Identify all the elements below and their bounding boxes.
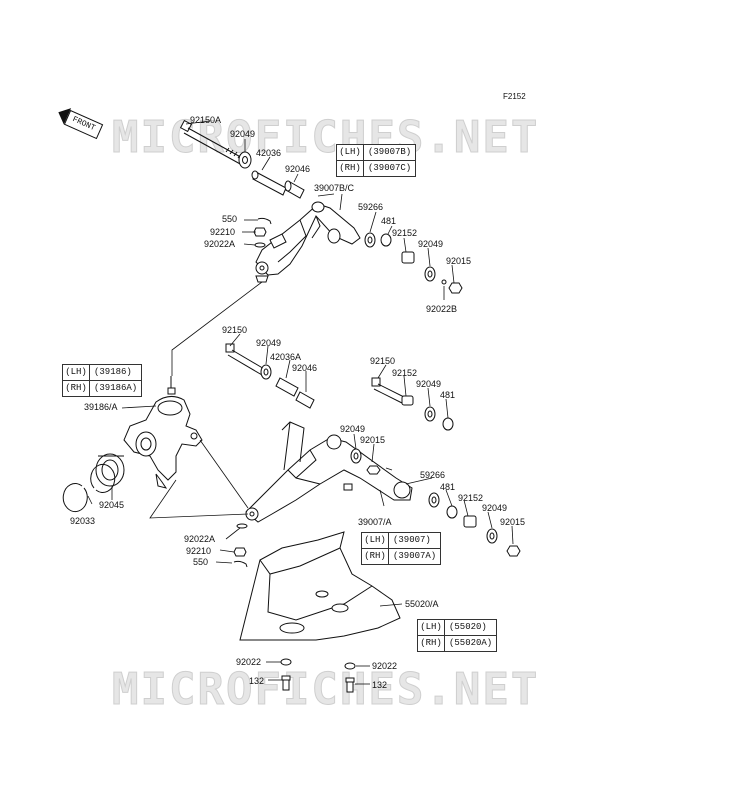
label-92022A-b: 92022A <box>184 534 216 544</box>
label-92152-a: 92152 <box>392 228 418 238</box>
knuckle-rh-label: (RH) <box>63 381 90 396</box>
label-92045: 92045 <box>99 500 125 510</box>
label-42036A: 42036A <box>270 352 302 362</box>
upper-arm-rh-label: (RH) <box>337 161 364 176</box>
label-59266-a: 59266 <box>358 202 384 212</box>
label-92015-a: 92015 <box>446 256 472 266</box>
lower-arm-rh-code: (39007A) <box>393 551 437 561</box>
label-92049-c: 92049 <box>256 338 282 348</box>
skid-guard <box>239 531 401 641</box>
lower-arm-bushing-1 <box>295 391 315 409</box>
steering-knuckle <box>123 376 203 489</box>
upper-cotter-pin <box>257 217 272 225</box>
upper-arm-washer-1 <box>238 151 252 169</box>
label-92152-b: 92152 <box>392 368 418 378</box>
label-92033: 92033 <box>70 516 96 526</box>
label-92022-b: 92022 <box>372 661 398 671</box>
label-92049-b: 92049 <box>418 239 444 249</box>
label-92022-a: 92022 <box>236 657 262 667</box>
label-39007BC: 39007B/C <box>314 183 355 193</box>
label-550-b: 550 <box>193 557 209 567</box>
guard-lh-label: (LH) <box>418 620 445 635</box>
label-92049-f: 92049 <box>482 503 508 513</box>
upper-washer-small <box>254 242 266 248</box>
label-59266-b: 59266 <box>420 470 446 480</box>
lower-washer-small <box>236 523 248 529</box>
label-92049-a: 92049 <box>230 129 256 139</box>
upper-arm-right-hardware <box>364 232 463 294</box>
lower-arm-washer-2 <box>424 406 454 431</box>
watermark-top: MICROFICHES.NET <box>111 112 540 164</box>
lower-arm-side-table: (LH) (39007) (RH) (39007A) <box>361 532 442 565</box>
label-481-c: 481 <box>440 482 456 492</box>
label-92015-c: 92015 <box>500 517 526 527</box>
guard-bolt-left <box>281 675 291 691</box>
guard-side-table: (LH) (55020) (RH) (55020A) <box>417 619 498 652</box>
lower-arm-mid-hardware <box>350 448 381 475</box>
lower-arm-bolt-2 <box>371 377 414 406</box>
label-92150A: 92150A <box>190 115 222 125</box>
knuckle-rh-code: (39186A) <box>94 383 138 393</box>
upper-arm-lh-code: (39007B) <box>368 147 412 157</box>
upper-arm-bolt <box>179 119 247 166</box>
figure-code: F2152 <box>503 92 526 101</box>
upper-arm-bushing-1 <box>284 180 305 199</box>
lower-arm-collar <box>275 377 299 397</box>
upper-arm-side-table: (LH) (39007B) (RH) (39007C) <box>336 144 417 177</box>
label-132-b: 132 <box>372 680 388 690</box>
lower-arm-lh-code: (39007) <box>393 535 431 545</box>
label-550-a: 550 <box>222 214 238 224</box>
label-481-a: 481 <box>381 216 397 226</box>
guard-washer-right <box>344 662 356 670</box>
watermark-bottom: MICROFICHES.NET <box>111 664 540 716</box>
knuckle-side-table: (LH) (39186) (RH) (39186A) <box>62 364 143 397</box>
label-92152-c: 92152 <box>458 493 484 503</box>
upper-arm-lh-label: (LH) <box>337 145 364 160</box>
label-481-b: 481 <box>440 390 456 400</box>
knuckle-lh-label: (LH) <box>63 365 90 380</box>
lower-arm <box>245 421 413 523</box>
label-92210-a: 92210 <box>210 227 236 237</box>
lower-arm-washer-1 <box>260 364 272 380</box>
lower-arm-lh-label: (LH) <box>362 533 389 548</box>
lower-cotter-pin <box>233 560 248 568</box>
label-92210-b: 92210 <box>186 546 212 556</box>
label-92046-a: 92046 <box>285 164 311 174</box>
upper-arm <box>255 201 361 283</box>
label-92049-d: 92049 <box>416 379 442 389</box>
label-92150-a: 92150 <box>222 325 248 335</box>
leader-lines <box>87 120 514 685</box>
label-55020A: 55020/A <box>405 599 439 609</box>
guard-bolt-right <box>345 677 355 693</box>
label-92049-e: 92049 <box>340 424 366 434</box>
label-92015-b: 92015 <box>360 435 386 445</box>
lower-arm-bolt-1 <box>225 343 267 376</box>
knuckle-lh-code: (39186) <box>94 367 132 377</box>
lower-castle-nut <box>233 547 247 557</box>
lower-arm-right-hardware <box>428 492 521 557</box>
guard-washer-left <box>280 658 292 666</box>
label-39186A: 39186/A <box>84 402 118 412</box>
label-92022A-a: 92022A <box>204 239 236 249</box>
guard-lh-code: (55020) <box>449 622 487 632</box>
label-39007A: 39007/A <box>358 517 392 527</box>
lower-arm-rh-label: (RH) <box>362 549 389 564</box>
label-92150-b: 92150 <box>370 356 396 366</box>
upper-arm-collar <box>251 170 287 196</box>
guard-rh-code: (55020A) <box>449 638 493 648</box>
upper-arm-rh-code: (39007C) <box>368 163 412 173</box>
label-42036: 42036 <box>256 148 282 158</box>
label-92022B: 92022B <box>426 304 458 314</box>
label-92046-b: 92046 <box>292 363 318 373</box>
label-132-a: 132 <box>249 676 265 686</box>
wheel-bearing <box>95 453 125 487</box>
guard-rh-label: (RH) <box>418 636 445 651</box>
snap-ring <box>62 463 116 513</box>
